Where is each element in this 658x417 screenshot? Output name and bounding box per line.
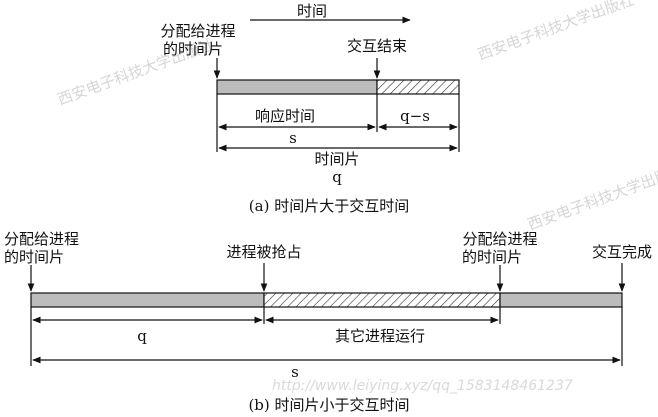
allocate-right-line1: 分配给进程: [462, 230, 537, 248]
url-watermark: http://www.leiying.xyz/qq_1583148461237: [272, 378, 573, 394]
other-process-bar: [263, 292, 501, 308]
other-running-label: 其它进程运行: [335, 327, 425, 345]
time-axis-label: 时间: [297, 2, 327, 20]
allocate-right-line2: 的时间片: [462, 248, 522, 266]
response-time-bar: [216, 79, 378, 95]
s-label: s: [289, 129, 297, 147]
timeslice-label: 时间片: [314, 150, 359, 168]
interaction-done-label: 交互完成: [592, 243, 652, 261]
preempted-label: 进程被抢占: [226, 243, 301, 261]
publisher-watermark: 西安电子科技大学出版社: [525, 160, 658, 233]
q-minus-s-label: q−s: [400, 107, 430, 125]
second-slice-bar: [499, 292, 623, 308]
publisher-watermark: 西安电子科技大学出版社: [475, 0, 636, 64]
panel-a: 时间 分配给进程 的时间片 交互结束 响应时间 q−s s 时间片 q (a) …: [160, 2, 460, 215]
s-label: s: [291, 363, 299, 381]
remaining-slice-bar: [376, 79, 460, 95]
q-label: q: [137, 327, 147, 345]
caption-a: (a) 时间片大于交互时间: [249, 197, 409, 215]
allocate-left-line2: 的时间片: [4, 248, 64, 266]
allocate-label-line1: 分配给进程: [160, 22, 235, 40]
q-label: q: [332, 168, 342, 186]
first-slice-bar: [30, 292, 265, 308]
allocate-left-line1: 分配给进程: [4, 230, 79, 248]
interaction-end-label: 交互结束: [347, 37, 407, 55]
response-time-label: 响应时间: [255, 107, 315, 125]
caption-b: (b) 时间片小于交互时间: [248, 396, 409, 414]
allocate-label-line2: 的时间片: [163, 40, 223, 58]
panel-b: 分配给进程 的时间片 进程被抢占 分配给进程 的时间片 交互完成 q 其它进程运…: [4, 230, 652, 414]
